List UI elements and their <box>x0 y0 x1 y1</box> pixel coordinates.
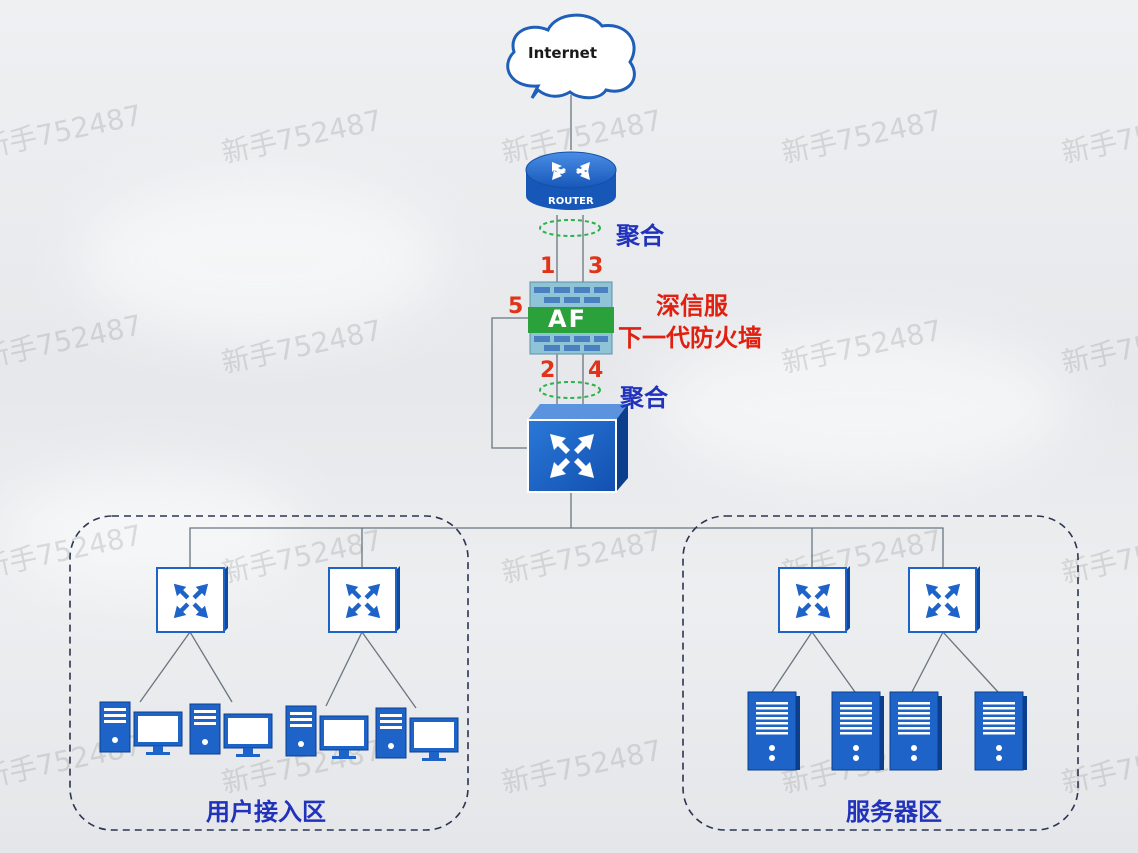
background-glow <box>0 470 300 590</box>
router-label: ROUTER <box>548 196 594 207</box>
aggregation-ring-top <box>539 219 601 237</box>
pc-icon <box>285 705 369 759</box>
server-switch-icon <box>778 566 850 633</box>
access-switch-icon <box>156 566 228 633</box>
port-label-4: 4 <box>588 358 604 383</box>
port-label-1: 1 <box>540 254 556 279</box>
background-glow <box>80 180 440 340</box>
connection-lines <box>139 95 999 709</box>
server-icon <box>747 691 800 771</box>
server-icon <box>831 691 884 771</box>
background-glow <box>650 330 1070 480</box>
aggregation-label-bottom: 聚合 <box>620 384 668 412</box>
aggregation-label-top: 聚合 <box>616 222 664 250</box>
pc-icon <box>375 707 459 761</box>
server-zone-box <box>682 515 1079 831</box>
firewall-title-line1: 深信服 <box>656 292 728 320</box>
server-switch-icon <box>908 566 980 633</box>
user-access-zone-box <box>69 515 469 831</box>
pc-icons <box>99 701 459 761</box>
server-icon <box>889 691 942 771</box>
switch-arrows <box>173 583 961 619</box>
port-label-5: 5 <box>508 294 524 319</box>
internet-label: Internet <box>528 44 598 62</box>
router-icon <box>525 151 617 210</box>
pc-icon <box>189 703 273 757</box>
port-label-3: 3 <box>588 254 604 279</box>
user-access-zone-label: 用户接入区 <box>206 798 326 826</box>
port-label-2: 2 <box>540 358 556 383</box>
firewall-title-line2: 下一代防火墙 <box>618 324 762 352</box>
access-switch-icon <box>328 566 400 633</box>
aggregation-ring-bottom <box>539 381 601 399</box>
server-icons <box>747 691 1027 771</box>
firewall-icon <box>528 281 614 355</box>
server-zone-label: 服务器区 <box>846 798 942 826</box>
server-icon <box>974 691 1027 771</box>
internet-cloud <box>506 13 636 100</box>
firewall-badge: AF <box>548 305 587 333</box>
core-switch-icon <box>527 404 628 493</box>
pc-icon <box>99 701 183 755</box>
